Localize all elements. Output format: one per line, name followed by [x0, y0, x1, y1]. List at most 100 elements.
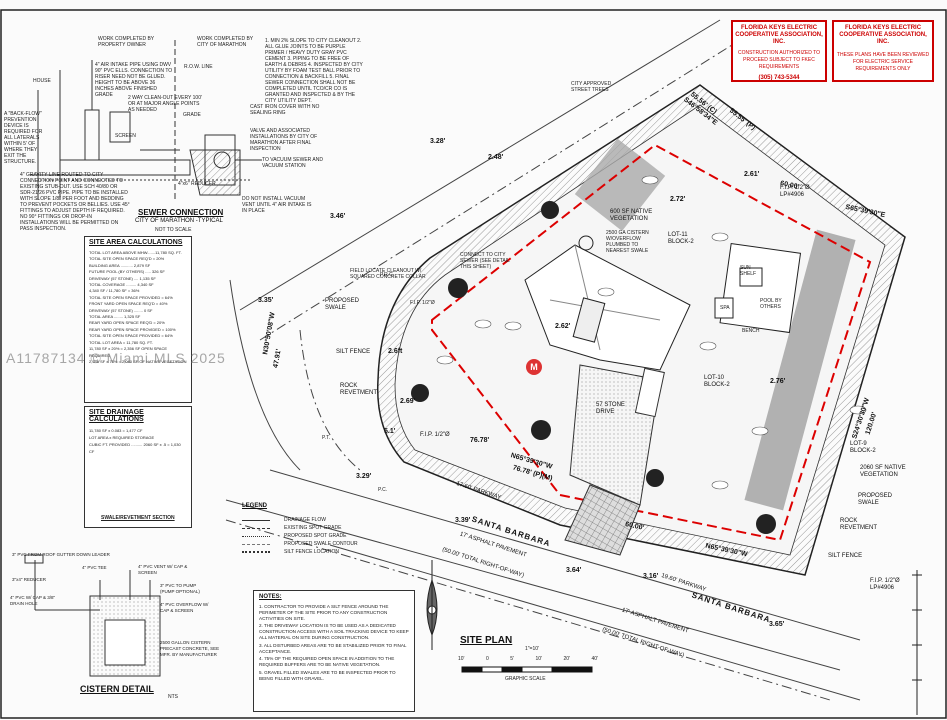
to-vacuum-note: TO VACUUM SEWER AND VACUUM STATION: [262, 157, 323, 169]
site-area-line: BUILDING AREA ........... 2,879 SF: [89, 262, 151, 268]
dim-label: 3.16': [643, 573, 659, 580]
scale-tick: 20': [563, 656, 570, 662]
scale-tick: 5': [510, 656, 514, 662]
dim-label: 3.46': [330, 213, 346, 220]
reducer-note: 4"x6" REDUCER: [178, 181, 216, 187]
legend-item: PROPOSED SPOT GRADE: [242, 532, 358, 540]
rock-revetment-label-2: ROCK REVETMENT: [840, 518, 878, 531]
house-label: HOUSE: [33, 78, 51, 84]
cistern-label: 3"x4" REDUCER: [12, 577, 46, 582]
dim-label: 3.64': [566, 567, 582, 574]
legend-list: DRAINAGE FLOW EXISTING SPOT GRADE PROPOS…: [242, 516, 358, 556]
legend-title: LEGEND: [242, 503, 268, 509]
cistern-label: 4" PVC OVERFLOW W/ CAP & SCREEN: [160, 602, 209, 613]
north-arrow-icon: [426, 560, 438, 650]
scale-ticks: 10' 0 5' 10' 20' 40': [458, 656, 598, 662]
bench-label: BENCH: [742, 328, 760, 334]
cistern-label: 4" PVC W/ CAP & 3/8" DRAIN HOLE: [10, 595, 56, 606]
native-veg-2: 2060 SF NATIVE VEGETATION: [860, 465, 906, 478]
lot-11-label: LOT-11 BLOCK-2: [668, 232, 694, 245]
gravity-note: 4" GRAVITY LINE ROUTED TO CITY CONNECTIO…: [20, 172, 130, 232]
site-drainage-panel: SITE DRAINAGE CALCULATIONS 11,780 SF x 0…: [84, 406, 192, 528]
fip-label-2: F.I.P. 1/2"Ø: [420, 432, 450, 438]
site-area-line: 11,780 SF x 20% = 2,356 SF OPEN SPACE RE…: [89, 346, 168, 358]
no-install-note: DO NOT INSTALL VACUUM VENT UNTIL 4" AIR …: [242, 196, 312, 214]
dim-label: 2.6ft: [388, 348, 403, 355]
sewer-marker-icon: [526, 359, 542, 375]
legend-item: EXISTING SPOT GRADE: [242, 524, 358, 532]
scale-tick: 10': [535, 656, 542, 662]
brick-apron: [564, 484, 641, 556]
dim-label: 2.72': [670, 196, 686, 203]
lot-10-label: LOT-10 BLOCK-2: [704, 375, 730, 388]
sun-shelf-label: SUN SHELF: [740, 265, 757, 277]
dim-label: 3.29': [356, 473, 372, 480]
legend-item: PROPOSED SWALE CONTOUR: [242, 540, 358, 548]
dim-label: 3.28': [430, 138, 446, 145]
connect-sewer-note: CONNECT TO CITY SEWER (SEE DETAIL THIS S…: [460, 252, 510, 270]
sewer-detail: [30, 40, 262, 200]
legend-item: SILT FENCE LOCATION: [242, 548, 358, 556]
proposed-swale-label: PROPOSED SWALE: [325, 298, 360, 311]
legend-item: DRAINAGE FLOW: [242, 516, 358, 524]
scale-tick: 0: [486, 656, 489, 662]
note-item: 5. GRAVEL FILLED SWALES ARE TO BE INSPEC…: [259, 669, 396, 681]
site-area-line: FUTURE POOL (BY OTHERS) ..... 326 SF: [89, 269, 165, 275]
dim-label: 5.1': [384, 428, 396, 435]
watermark: A11787134 © Miami MLS 2025: [6, 350, 226, 366]
site-plan-title: SITE PLAN: [460, 635, 513, 646]
notes-panel: NOTES: 1. CONTRACTOR TO PROVIDE A SILT F…: [253, 590, 415, 712]
site-area-line: 2,356 SF x 75% = 2,060 SF OF NATIVE VEGE…: [89, 358, 187, 364]
native-veg-1: 600 SF NATIVE VEGETATION: [610, 209, 653, 222]
silt-fence-label: SILT FENCE: [336, 349, 371, 355]
site-area-line: REAR YARD OPEN SPACE PROVIDED = 100%: [89, 326, 176, 332]
site-area-line: DRIVEWAY (57 STONE) ........ 0 SF: [89, 307, 153, 313]
fkec-stamp-2: FLORIDA KEYS ELECTRIC COOPERATIVE ASSOCI…: [832, 20, 934, 82]
site-area-line: TOTAL SITE OPEN SPACE PROVIDED = 64%: [89, 333, 173, 339]
sewer-subtitle: CITY OF MARATHON -TYPICAL: [135, 218, 223, 224]
dim-label: 3.35': [258, 297, 274, 304]
dim-label: 3.65': [769, 621, 785, 628]
dim-label: 2.76': [770, 378, 786, 385]
silt-fence-label-2: SILT FENCE: [828, 553, 863, 559]
grade-label: GRADE: [183, 112, 201, 118]
cistern-label: 4" PVC VENT W/ CAP & SCREEN: [138, 564, 188, 575]
note-item: 4. 75% OF THE REQUIRED OPEN SPACE IN ADD…: [259, 656, 395, 668]
fip-label-3: F.I.P. 1/2"Ø LP#4906: [870, 578, 900, 591]
work-owner-label: WORK COMPLETED BY PROPERTY OWNER: [98, 36, 155, 48]
setback-line: [431, 143, 872, 542]
site-area-line: REAR YARD OPEN SPACE REQ'D = 20%: [89, 320, 165, 326]
site-area-line: TOTAL COVERAGE ......... 4,340 SF: [89, 282, 154, 288]
sewer-scale: NOT TO SCALE: [155, 227, 192, 233]
note-item: 1. CONTRACTOR TO PROVIDE A SILT FENCE AR…: [259, 604, 389, 621]
scale-tick: 40': [591, 656, 598, 662]
valve-note: VALVE AND ASSOCIATED INSTALLATIONS BY CI…: [250, 128, 318, 152]
cistern-drawing: [24, 554, 161, 677]
notes-title: NOTES:: [259, 594, 282, 600]
site-area-line: 4,340 SF / 11,780 SF = 36%: [89, 288, 140, 294]
fkec-stamp-1: FLORIDA KEYS ELECTRIC COOPERATIVE ASSOCI…: [731, 20, 827, 82]
prc-label: P.R.C.: [380, 272, 395, 278]
cistern-title: CISTERN DETAIL: [80, 684, 154, 694]
pt-label: P.T.: [322, 435, 330, 441]
drainage-title: SITE DRAINAGE CALCULATIONS: [89, 409, 144, 423]
graphic-scale-label: GRAPHIC SCALE: [505, 676, 546, 682]
svg-text:M: M: [530, 362, 538, 372]
site-area-lines: TOTAL LOT AREA ABOVE MHW.......11,780 SQ…: [85, 248, 191, 367]
fip-label-1: F.I.P. 1/2"Ø: [410, 300, 435, 306]
cistern-label: 4" PVC TEE: [82, 565, 107, 570]
dim-label: 2.69': [400, 398, 416, 405]
scale-tick: 10': [458, 656, 465, 662]
screen-label: SCREEN: [115, 133, 136, 139]
site-plan-scale: 1"=10': [525, 646, 539, 652]
right-scale-strip: [912, 570, 922, 715]
cast-iron-note: CAST IRON COVER WITH NO SEALING RING: [250, 104, 320, 116]
field-locate-note: FIELD LOCATE CLEANOUT W/ SQUARED CONCRET…: [350, 268, 426, 280]
graphic-scale-bar: [461, 666, 593, 673]
site-area-line: TOTAL AREA ........ 1,325 SF: [89, 314, 141, 320]
site-area-line: TOTAL SITE OPEN SPACE REQ'D = 20%: [89, 256, 165, 262]
stone-drive-label: 57 STONE DRIVE: [596, 402, 625, 415]
lot-9-label: LOT-9 BLOCK-2: [850, 441, 876, 454]
